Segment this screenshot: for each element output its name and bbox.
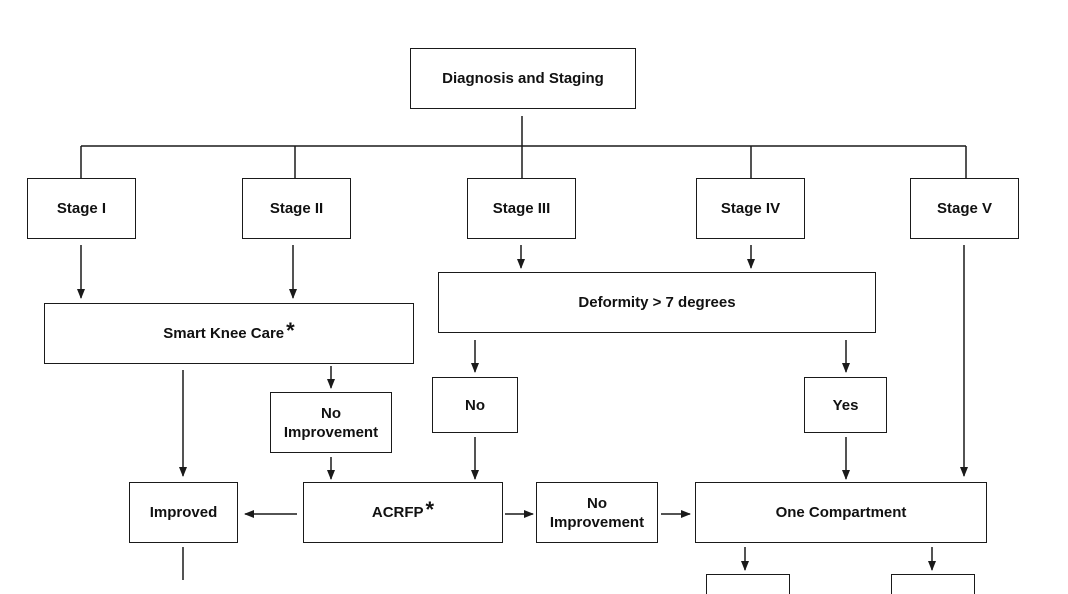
stage-5-label: Stage V [936, 200, 993, 217]
smart-knee-care-box: Smart Knee Care* [44, 303, 414, 364]
stage-2-label: Stage II [269, 200, 324, 217]
diagnosis-label: Diagnosis and Staging [442, 70, 604, 87]
acrfp-asterisk: * [425, 497, 435, 522]
no-improvement-label-1: No Improvement [283, 404, 379, 441]
stage-2-box: Stage II [242, 178, 351, 239]
acrfp-box: ACRFP* [303, 482, 503, 543]
stage-4-label: Stage IV [720, 200, 781, 217]
no-improvement-box-1: No Improvement [270, 392, 392, 453]
stage-4-box: Stage IV [696, 178, 805, 239]
stage-1-box: Stage I [27, 178, 136, 239]
no-label: No [465, 396, 485, 414]
deformity-label: Deformity > 7 degrees [578, 294, 736, 311]
improved-box: Improved [129, 482, 238, 543]
yes-box: Yes [804, 377, 887, 433]
stage-3-label: Stage III [492, 200, 551, 217]
diagnosis-and-staging-box: Diagnosis and Staging [410, 48, 636, 109]
smart-knee-care-label: Smart Knee Care [163, 325, 285, 342]
no-box: No [432, 377, 518, 433]
treatment-flowchart: Diagnosis and Staging Stage I Stage II S… [27, 48, 1019, 594]
improved-label: Improved [149, 504, 218, 521]
one-compartment-label: One Compartment [775, 504, 907, 521]
no-improvement-box-2: No Improvement [536, 482, 658, 543]
no-improvement-label-2: No Improvement [549, 494, 645, 531]
deformity-box: Deformity > 7 degrees [438, 272, 876, 333]
smart-knee-care-asterisk: * [286, 318, 295, 343]
stage-5-box: Stage V [910, 178, 1019, 239]
yes-label: Yes [832, 396, 859, 414]
stage-3-box: Stage III [467, 178, 576, 239]
connector-layer [77, 116, 968, 580]
one-compartment-box: One Compartment [695, 482, 987, 543]
partial-box-bottom-right [891, 574, 975, 594]
acrfp-label: ACRFP [371, 504, 424, 521]
partial-box-bottom-left [706, 574, 790, 594]
stage-1-label: Stage I [56, 200, 107, 217]
